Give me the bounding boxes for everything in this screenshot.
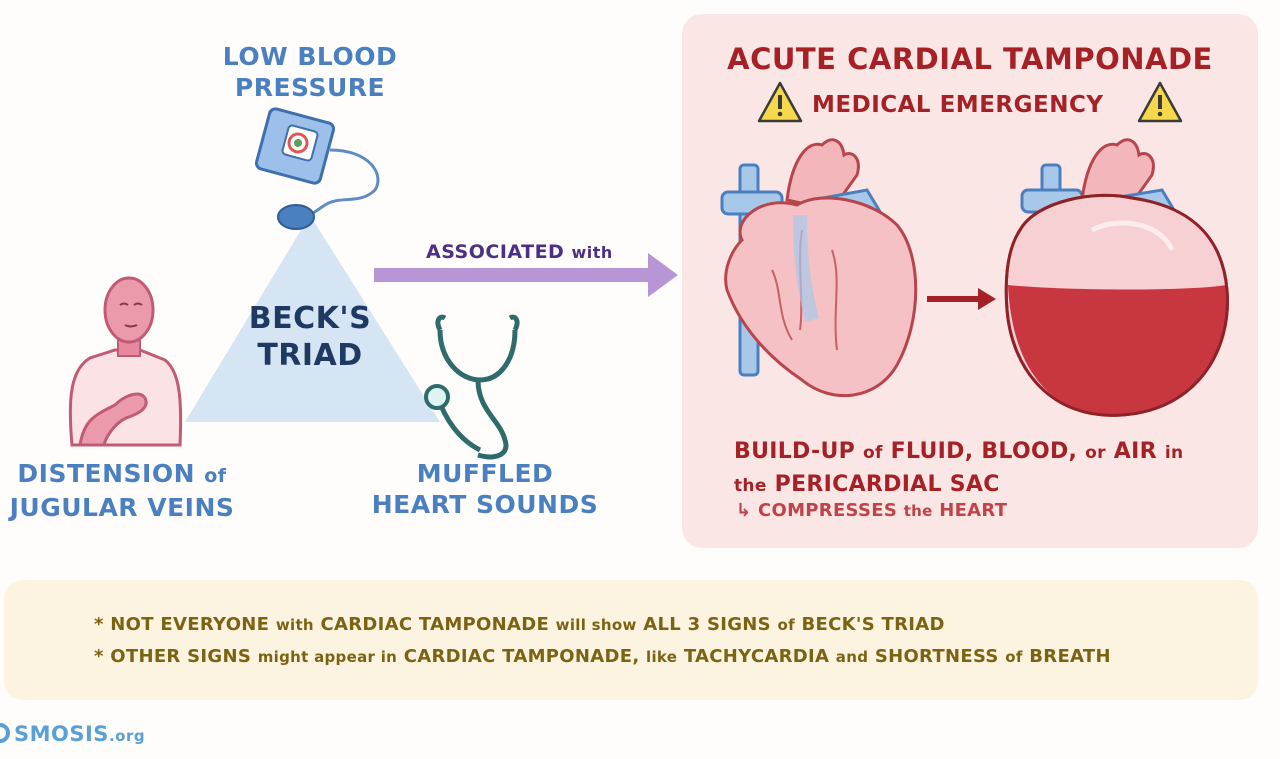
becks-triad-illustration [68,107,678,460]
panel-title: ACUTE CARDIAL TAMPONADE [727,42,1213,76]
person-jugular-icon [68,276,183,447]
progression-arrow [927,288,996,310]
notes-box [4,580,1258,700]
osmosis-logo-mark-icon [0,723,10,743]
triad-triangle [185,215,440,422]
compresses-heart-note: ↳ COMPRESSES the HEART [736,500,1008,521]
becks-triad-title: BECK'S TRIAD [248,301,372,373]
warning-icon-left [757,81,803,123]
note-other-signs: * OTHER SIGNS might appear in CARDIAC TA… [94,646,1111,667]
heart-comparison-illustration [720,138,1229,417]
stethoscope-icon [424,314,520,460]
osmosis-logo[interactable]: SMOSIS.org [0,722,145,746]
panel-subtitle: MEDICAL EMERGENCY [812,92,1104,118]
note-not-everyone: * NOT EVERYONE with CARDIAC TAMPONADE wi… [94,614,945,635]
tamponade-heart-icon [1004,138,1229,417]
muffled-heart-sounds-label: MUFFLED HEART SOUNDS [371,459,599,519]
association-arrow [374,253,678,297]
associated-with-label: ASSOCIATED with [426,241,613,263]
low-blood-pressure-label: LOW BLOOD PRESSURE [222,42,398,102]
blood-pressure-cuff-icon [254,107,380,230]
jugular-veins-label: DISTENSION of JUGULAR VEINS [9,459,235,522]
warning-icon-right [1137,81,1183,123]
fluid-description: BUILD-UP of FLUID, BLOOD, or AIR in the … [734,439,1184,497]
normal-heart-icon [720,138,918,398]
